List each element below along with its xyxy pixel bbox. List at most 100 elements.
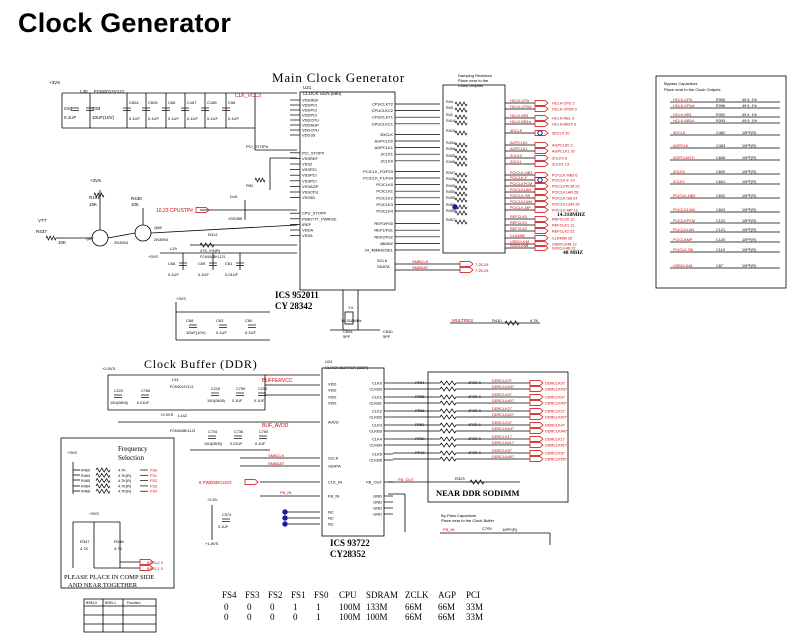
fb-out-net: FB_OUT	[398, 477, 414, 482]
clock-output-net: HCLK-CPU	[510, 99, 530, 103]
clock-output-net: ZCLK0	[510, 154, 522, 158]
sclk-pin: SCLK	[377, 258, 388, 263]
clk-vcc-net: CLK_VCC3	[235, 93, 261, 99]
buffer-cap-ref: C766	[141, 389, 150, 393]
power-net-label: +3VS	[148, 254, 158, 259]
buffer-smbdat-net: SMBDAT	[268, 461, 285, 466]
ddr-clock-page: DDRCLK07	[545, 396, 565, 400]
buffer-cap-ref: C215	[211, 387, 220, 391]
power-net-label: +3VS	[90, 178, 101, 183]
chip-pin-label-right: PCICLK2	[376, 195, 393, 200]
resistor-symbol	[93, 192, 105, 198]
inductor-part: FCM1608KL121	[200, 255, 226, 259]
chip-pin-label-right: REF2/FS2	[374, 234, 393, 239]
fs-table-header: FS3	[245, 590, 260, 600]
chip-pin-label-right: ZCLK1	[381, 152, 394, 157]
rp-resistor-symbol	[439, 450, 457, 456]
net-dot-3dclk	[537, 130, 543, 136]
buffer-cap-value: 0.1UF	[218, 525, 229, 529]
clock-output-page: HCLK-NB1 3	[552, 117, 574, 121]
smbclk-net: SMBCLK	[412, 259, 429, 264]
buffer-cap-value: 0.01UF	[137, 401, 150, 405]
clock-output-page: PCICLKPCM 23	[552, 185, 579, 189]
clock-output-offpage-icon	[534, 148, 549, 154]
near-sodimm-label: NEAR DDR SODIMM	[436, 488, 520, 498]
bsel-table-header: BSEL0	[86, 601, 97, 605]
freq-resistor-ref: R463	[81, 474, 90, 478]
ddr-offpage-icon	[529, 442, 544, 448]
bypass-row-net: HCLK-NB1	[673, 113, 692, 117]
chip-pin-label-right: REF0/FS0	[374, 221, 393, 226]
resistor-value: 10K	[58, 240, 66, 245]
freq-resistor-value: 4.7K(R)	[118, 474, 132, 478]
damping-resistor-ref: R434	[446, 141, 455, 145]
damping-resistor-ref: R414	[446, 119, 455, 123]
rp-resistor-symbol	[439, 394, 457, 400]
bypass-row-ref: C122	[716, 219, 725, 223]
cap-value: 10PF(R)	[502, 527, 518, 532]
bypass-row-value: 10PF(R)	[742, 208, 757, 212]
buffer-pin-label-right: FB_OUT	[366, 480, 382, 485]
chip-pin-label-right: PCICLK_F1/FS4	[363, 176, 394, 181]
resistor-ref: R437	[36, 229, 47, 234]
fs-table-cell: 0	[224, 612, 229, 622]
diode-part: 1SS355	[228, 216, 243, 221]
power-net-label: +2.5VS	[102, 366, 116, 371]
cap-ref: C93	[92, 106, 101, 111]
clock-output-page: PCICLK-NB3 6	[552, 174, 578, 178]
bypass-row-ref: C87	[716, 264, 723, 268]
freq-resistor-symbol	[95, 467, 111, 473]
fs-table-header: AGP	[438, 590, 456, 600]
nc-dot	[282, 509, 288, 515]
bypass-row-ref: C601	[716, 180, 725, 184]
buffer-bypass-note: Place near to the Clock Buffer	[441, 518, 495, 523]
rp-resistor-symbol	[439, 456, 457, 462]
power-net-label: +2.5V	[207, 497, 218, 502]
freq-title-2: Selection	[118, 454, 145, 462]
fs-table-cell: 1	[316, 612, 321, 622]
buffer-cap-ref: C736	[234, 430, 243, 434]
crystal-freq: 14.318MHz	[341, 318, 361, 323]
fs-net-label: FS2	[150, 479, 157, 483]
nc-dot	[282, 521, 288, 527]
fs-table-cell: 0	[293, 612, 298, 622]
chip-pin-label-right: AGPCLK1	[375, 145, 394, 150]
clock-output-net: CLK48M	[510, 234, 525, 238]
freq-resistor-symbol	[95, 483, 111, 489]
ddr-offpage-icon	[529, 436, 544, 442]
sdata-pin: SDATA	[377, 264, 390, 269]
clock-output-offpage-icon	[534, 245, 549, 251]
clock-output-net: USBCLK48	[510, 240, 529, 244]
cap-value: 10UF(10V)	[186, 330, 206, 335]
buffer-cap-ref: C759	[236, 387, 245, 391]
fs-table-cell: 100M	[366, 612, 388, 622]
clock-output-offpage-icon	[534, 222, 549, 228]
clock-buffer-title: Clock Buffer (DDR)	[144, 357, 258, 371]
clock-output-net: PCICLK-SB	[510, 194, 531, 198]
bypass-row-value: 49.9, 1%	[742, 98, 758, 102]
damping-resistor-ref: R459	[446, 209, 455, 213]
chip-pin-label-right: CPUCLKT1	[372, 115, 394, 120]
transistor-ref: Q67	[86, 236, 94, 241]
freq-resistor-symbol	[95, 472, 111, 478]
bypass-row-net: HCLK-CPU#	[673, 104, 695, 108]
power-net-label: +1.8VS	[205, 541, 219, 546]
bypass-row-net: PCICLK1394	[673, 208, 695, 212]
clock-output-offpage-icon	[534, 235, 549, 241]
clock-output-net: PCICLKLAN	[510, 188, 531, 192]
cap-value: 0.1UF	[216, 330, 227, 335]
damping-resistor-ref: R448	[446, 177, 455, 181]
chip-pin-label-right: PCICLK0	[376, 182, 393, 187]
page-title: Clock Generator	[18, 8, 232, 38]
clock-output-offpage-icon	[534, 172, 549, 178]
buffer-pin-label-right: CLKB4	[369, 443, 382, 448]
multres-net: MULTRES	[452, 318, 473, 323]
clock-output-page: 3DCLK 20	[552, 132, 570, 136]
fs-table-cell: 133M	[366, 602, 388, 612]
ddr-offpage-icon	[529, 400, 544, 406]
bypass-title: Bypass Capacitors	[664, 81, 697, 86]
bypass-row-net: AGPCLKNTI	[673, 156, 695, 160]
bypass-row-value: 10PF(R)	[742, 228, 757, 232]
resistor-ref: R410	[492, 318, 502, 323]
bypass-row-net: HCLK-CPU	[673, 98, 693, 102]
